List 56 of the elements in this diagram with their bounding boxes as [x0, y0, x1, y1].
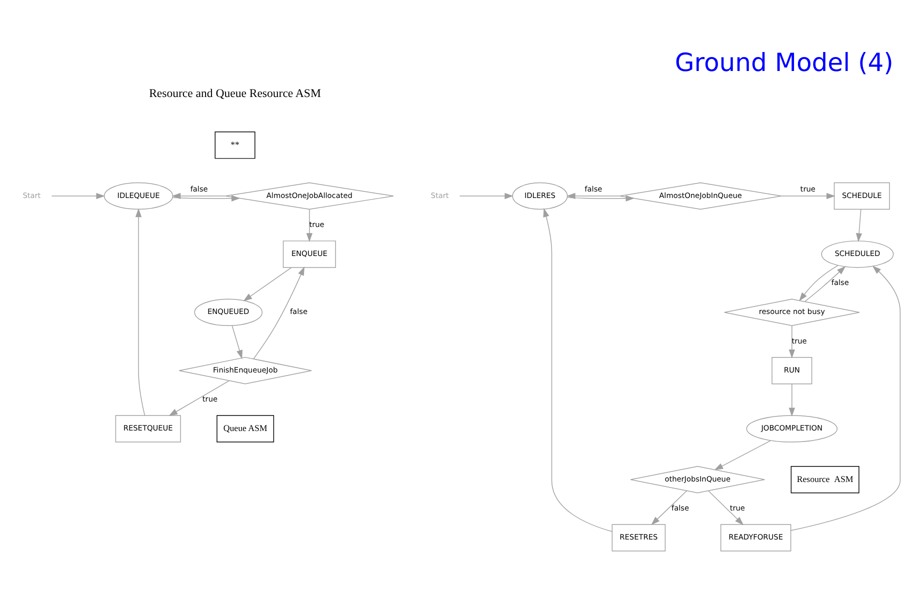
arrow	[543, 208, 612, 532]
arrow	[651, 490, 688, 525]
node-ellipse: IDLEQUEUE	[104, 182, 174, 210]
arrow	[788, 324, 795, 358]
edge-label: true	[800, 184, 816, 194]
arrow	[459, 192, 514, 199]
arrow	[781, 192, 836, 199]
node-diamond: AlmostOneJobInQueue	[619, 182, 782, 210]
arrow	[856, 208, 862, 242]
arrow	[135, 208, 146, 416]
node-ellipse: SCHEDULED	[821, 240, 894, 268]
arrow	[306, 208, 312, 242]
arrow	[172, 194, 240, 201]
node-box: ENQUEUE	[282, 240, 336, 268]
node-box: READYFORUSE	[720, 524, 792, 551]
node-box: Resource ASM	[790, 465, 860, 493]
arrow	[566, 192, 620, 199]
arrow	[51, 192, 106, 199]
edge-label: false	[290, 306, 308, 316]
arrow	[799, 264, 838, 301]
edge-label: false	[190, 184, 208, 194]
node-box: RESETQUEUE	[115, 414, 181, 442]
node-box: SCHEDULE	[834, 182, 890, 210]
arrow	[232, 324, 242, 358]
arrow	[708, 490, 744, 525]
arrow	[790, 265, 901, 530]
edge-label: true	[730, 503, 745, 512]
node-ellipse: JOBCOMPLETION	[746, 414, 838, 442]
arrow	[168, 380, 230, 416]
arrow	[714, 440, 772, 470]
arrow	[788, 383, 795, 416]
node-ellipse: ENQUEUED	[194, 298, 263, 326]
arrow	[172, 192, 226, 199]
node-box: **	[214, 131, 256, 158]
edge-label: false	[831, 278, 849, 287]
node-box: RUN	[772, 356, 812, 384]
node-text: Start	[430, 190, 449, 200]
node-box: RESETRES	[612, 524, 666, 551]
arrow	[253, 266, 305, 359]
node-diamond: otherJobsInQueue	[630, 465, 765, 493]
node-diamond: AlmostOneJobAllocated	[225, 182, 394, 210]
label: Resource and Queue Resource ASM	[149, 86, 321, 100]
node-diamond: resource not busy	[724, 298, 860, 326]
edge-label: true	[309, 219, 324, 228]
node-box: Queue ASM	[216, 414, 274, 442]
edge-label: false	[584, 184, 602, 194]
diagram-title: Ground Model (4)	[674, 47, 894, 76]
node-text: Start	[22, 190, 41, 200]
edge-label: false	[672, 503, 690, 512]
node-ellipse: IDLERES	[512, 182, 568, 210]
node-diamond: FinishEnqueueJob	[178, 356, 312, 384]
arrow	[566, 194, 635, 201]
edge-label: true	[202, 394, 218, 404]
arrow	[804, 266, 846, 302]
arrow	[243, 266, 292, 301]
edge-label: true	[792, 336, 807, 345]
